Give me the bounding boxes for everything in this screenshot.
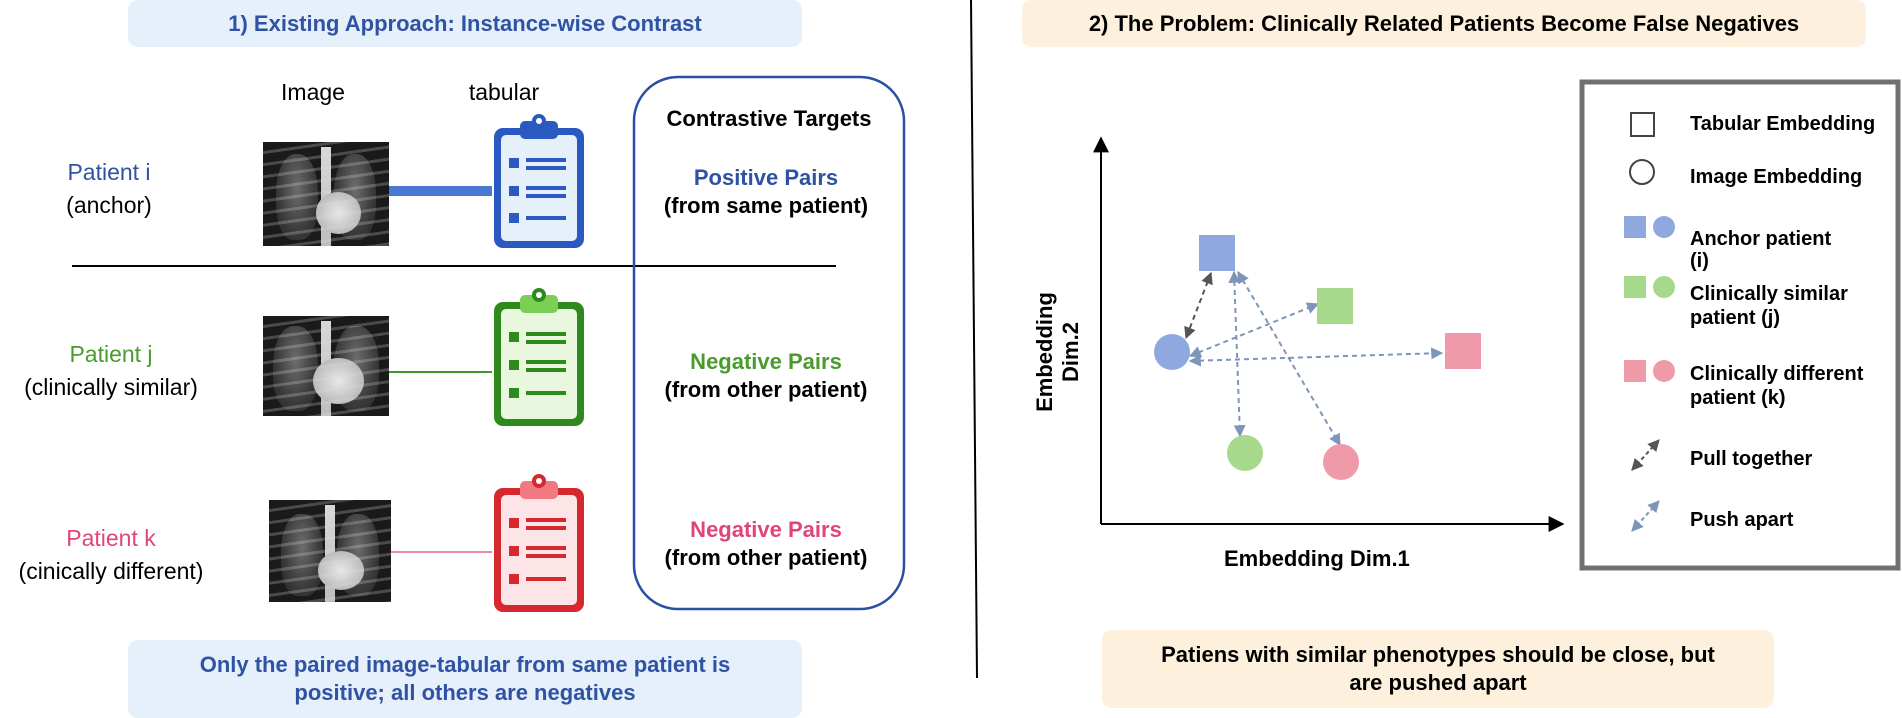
y-axis-label-line1: Embedding xyxy=(1032,292,1057,412)
legend-image-icon xyxy=(1629,159,1655,185)
left-footer-line1: Only the paired image-tabular from same … xyxy=(199,652,731,677)
legend-different-circle-icon xyxy=(1653,360,1675,382)
right-title-banner: 2) The Problem: Clinically Related Patie… xyxy=(1022,0,1866,47)
negative-pairs-k-label: Negative Pairs (from other patient) xyxy=(665,516,868,572)
column-header-image: Image xyxy=(281,79,345,105)
legend-tabular-icon xyxy=(1630,112,1655,137)
anchor-tabular-square xyxy=(1199,235,1235,271)
legend-similar-label: Clinically similar patient (j) xyxy=(1690,282,1848,330)
left-footer-banner: Only the paired image-tabular from same … xyxy=(128,640,802,718)
negative-pairs-j-sub: (from other patient) xyxy=(664,377,868,402)
negative-pairs-k-title: Negative Pairs xyxy=(690,517,842,542)
pull-arrow xyxy=(1184,271,1213,340)
left-footer-line2: positive; all others are negatives xyxy=(294,680,636,705)
patient-k-desc: (cinically different) xyxy=(18,558,204,584)
legend-similar-square-icon xyxy=(1624,276,1646,298)
legend-anchor-label: Anchor patient (i) xyxy=(1690,228,1831,272)
legend-pull-icon xyxy=(1631,439,1660,471)
push-arrow-green-square xyxy=(1188,302,1320,358)
negative-pairs-j-label: Negative Pairs (from other patient) xyxy=(665,348,868,404)
positive-pairs-sub: (from same patient) xyxy=(663,193,869,218)
patient-j-name: Patient j xyxy=(69,341,153,367)
legend-similar-line2: patient (j) xyxy=(1690,307,1780,329)
right-footer-line2: are pushed apart xyxy=(1349,670,1527,695)
anchor-image-circle xyxy=(1154,334,1190,370)
legend-push-label: Push apart xyxy=(1690,509,1794,531)
right-footer-banner: Patiens with similar phenotypes should b… xyxy=(1102,630,1774,708)
patient-j-label: Patient j (clinically similar) xyxy=(24,338,198,404)
xray-image-patient-k xyxy=(269,500,391,602)
negative-pairs-k-sub: (from other patient) xyxy=(664,545,868,570)
legend-tabular-label: Tabular Embedding xyxy=(1690,113,1876,135)
pull-arrow-anchor xyxy=(1186,272,1188,274)
patient-k-label: Patient k (cinically different) xyxy=(19,522,204,588)
legend-similar-line1: Clinically similar xyxy=(1690,283,1848,305)
y-axis-label-line2: Dim.2 xyxy=(1058,322,1083,382)
legend-push-icon xyxy=(1631,500,1660,532)
column-header-tabular: tabular xyxy=(468,79,540,105)
y-axis-label: Embedding Dim.2 xyxy=(1032,292,1084,412)
patient-k-name: Patient k xyxy=(66,525,156,551)
clipboard-blue-icon xyxy=(494,114,584,248)
clipboard-red-icon xyxy=(494,474,584,612)
left-title-banner: 1) Existing Approach: Instance-wise Cont… xyxy=(128,0,802,47)
legend-box xyxy=(1579,79,1901,571)
positive-pairs-label: Positive Pairs (from same patient) xyxy=(664,164,868,220)
legend-anchor-circle-icon xyxy=(1653,216,1675,238)
push-arrow-red-circle xyxy=(1237,270,1341,447)
clipboard-green-icon xyxy=(494,288,584,426)
legend-different-line1: Clinically different xyxy=(1690,363,1864,385)
xray-image-patient-i xyxy=(263,142,389,246)
legend-pull-label: Pull together xyxy=(1690,448,1813,470)
legend-different-line2: patient (k) xyxy=(1690,387,1786,409)
patient-i-label: Patient i (anchor) xyxy=(66,156,152,222)
negative-pairs-j-title: Negative Pairs xyxy=(690,349,842,374)
contrastive-targets-title: Contrastive Targets xyxy=(666,106,872,131)
legend-anchor-line1: Anchor patient xyxy=(1690,228,1832,250)
similar-image-circle xyxy=(1227,435,1263,471)
different-image-circle xyxy=(1323,444,1359,480)
x-axis-label: Embedding Dim.1 xyxy=(1224,546,1410,571)
panel-divider xyxy=(970,0,978,679)
different-tabular-square xyxy=(1445,333,1481,369)
right-title: 2) The Problem: Clinically Related Patie… xyxy=(1088,10,1800,36)
legend-different-label: Clinically different patient (k) xyxy=(1690,362,1863,410)
legend-different-square-icon xyxy=(1624,360,1646,382)
legend-anchor-line2: (i) xyxy=(1690,250,1709,272)
right-footer-line1: Patiens with similar phenotypes should b… xyxy=(1161,642,1715,667)
positive-pairs-title: Positive Pairs xyxy=(693,165,839,190)
push-arrow-green-circle xyxy=(1228,270,1246,438)
xray-image-patient-j xyxy=(263,316,389,416)
patient-j-desc: (clinically similar) xyxy=(24,374,198,400)
push-arrow-red-square xyxy=(1188,347,1444,367)
legend-similar-circle-icon xyxy=(1653,276,1675,298)
left-title: 1) Existing Approach: Instance-wise Cont… xyxy=(228,10,702,36)
patient-i-desc: (anchor) xyxy=(66,192,152,218)
similar-tabular-square xyxy=(1317,288,1353,324)
legend-anchor-square-icon xyxy=(1624,216,1646,238)
patient-i-name: Patient i xyxy=(67,159,151,185)
legend-image-label: Image Embedding xyxy=(1690,166,1863,188)
contrastive-targets-box xyxy=(632,75,906,611)
